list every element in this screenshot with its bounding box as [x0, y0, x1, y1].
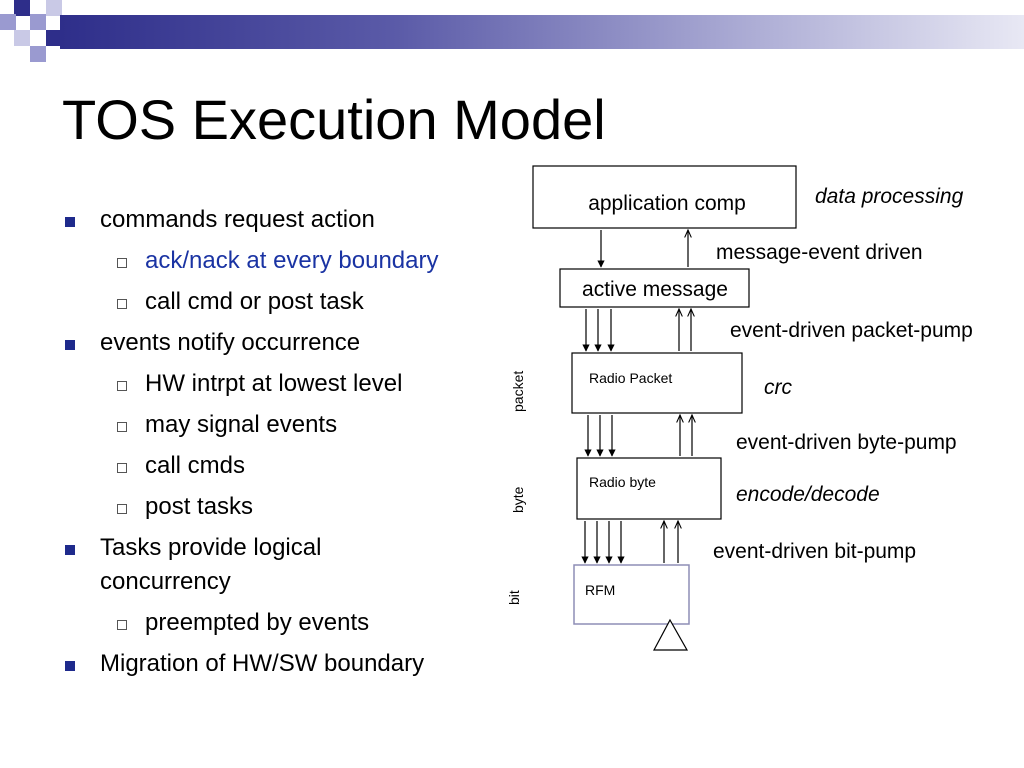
antenna-icon: [653, 618, 689, 651]
bullet-item: commands request action: [62, 203, 502, 237]
packet-side-label: packet: [510, 371, 526, 412]
active-message-label: active message: [582, 278, 728, 301]
open-square-bullet-icon: [117, 299, 127, 309]
open-square-bullet-icon: [117, 504, 127, 514]
square-bullet-icon: [65, 661, 75, 671]
sub-bullet-item: post tasks: [62, 490, 502, 524]
application-comp-box: [532, 165, 797, 229]
packet-pump-label: event-driven packet-pump: [730, 319, 973, 342]
sub-bullet-item: preempted by events: [62, 606, 502, 640]
byte-side-label: byte: [510, 486, 526, 513]
slide-title: TOS Execution Model: [62, 88, 606, 151]
sub-bullet-item: HW intrpt at lowest level: [62, 367, 502, 401]
crc-label: crc: [764, 376, 792, 399]
bullet-item: events notify occurrence: [62, 326, 502, 360]
application-comp-label: application comp: [588, 192, 746, 215]
open-square-bullet-icon: [117, 258, 127, 268]
bit-side-label: bit: [506, 590, 522, 605]
radio-packet-label: Radio Packet: [589, 370, 672, 386]
rfm-box: [573, 564, 690, 625]
bullet-item: Migration of HW/SW boundary: [62, 647, 502, 681]
data-processing-label: data processing: [815, 185, 964, 208]
byte-pump-label: event-driven byte-pump: [736, 431, 957, 454]
sub-bullet-item: may signal events: [62, 408, 502, 442]
header-banner: [60, 15, 1024, 49]
open-square-bullet-icon: [117, 422, 127, 432]
square-bullet-icon: [65, 545, 75, 555]
square-bullet-icon: [65, 340, 75, 350]
message-event-label: message-event driven: [716, 241, 923, 264]
bullet-list: commands request action ack/nack at ever…: [62, 203, 502, 688]
square-bullet-icon: [65, 217, 75, 227]
sub-bullet-item: call cmds: [62, 449, 502, 483]
active-message-box: [559, 268, 750, 308]
radio-byte-box: [576, 457, 722, 520]
open-square-bullet-icon: [117, 620, 127, 630]
radio-byte-label: Radio byte: [589, 474, 656, 490]
sub-bullet-item: ack/nack at every boundary: [62, 244, 502, 278]
corner-decoration: [0, 0, 62, 62]
radio-packet-box: [571, 352, 743, 414]
bit-pump-label: event-driven bit-pump: [713, 540, 916, 563]
bullet-item: Tasks provide logical concurrency: [62, 531, 400, 599]
rfm-label: RFM: [585, 582, 615, 598]
encode-decode-label: encode/decode: [736, 483, 880, 506]
open-square-bullet-icon: [117, 381, 127, 391]
sub-bullet-item: call cmd or post task: [62, 285, 502, 319]
open-square-bullet-icon: [117, 463, 127, 473]
